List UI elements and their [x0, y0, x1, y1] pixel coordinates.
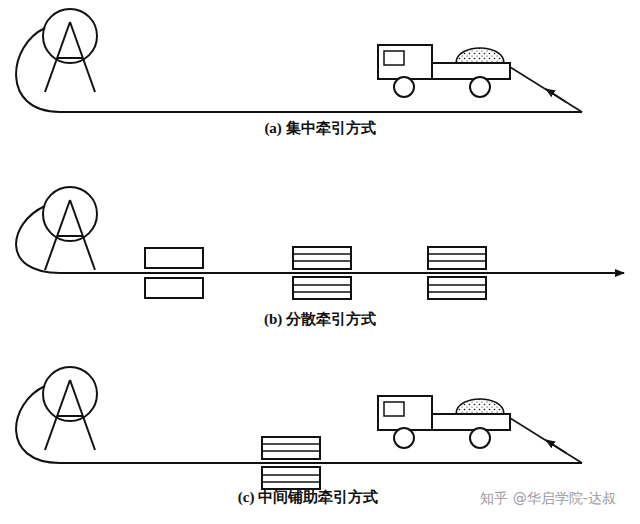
caption-label: (a) 集中牵引方式 [264, 119, 375, 138]
caption-label: (b) 分散牵引方式 [264, 310, 376, 329]
caption-label: (c) 中间铺助牵引方式 [238, 488, 378, 507]
watermark: 知乎 @华启学院-达叔 [480, 490, 616, 508]
